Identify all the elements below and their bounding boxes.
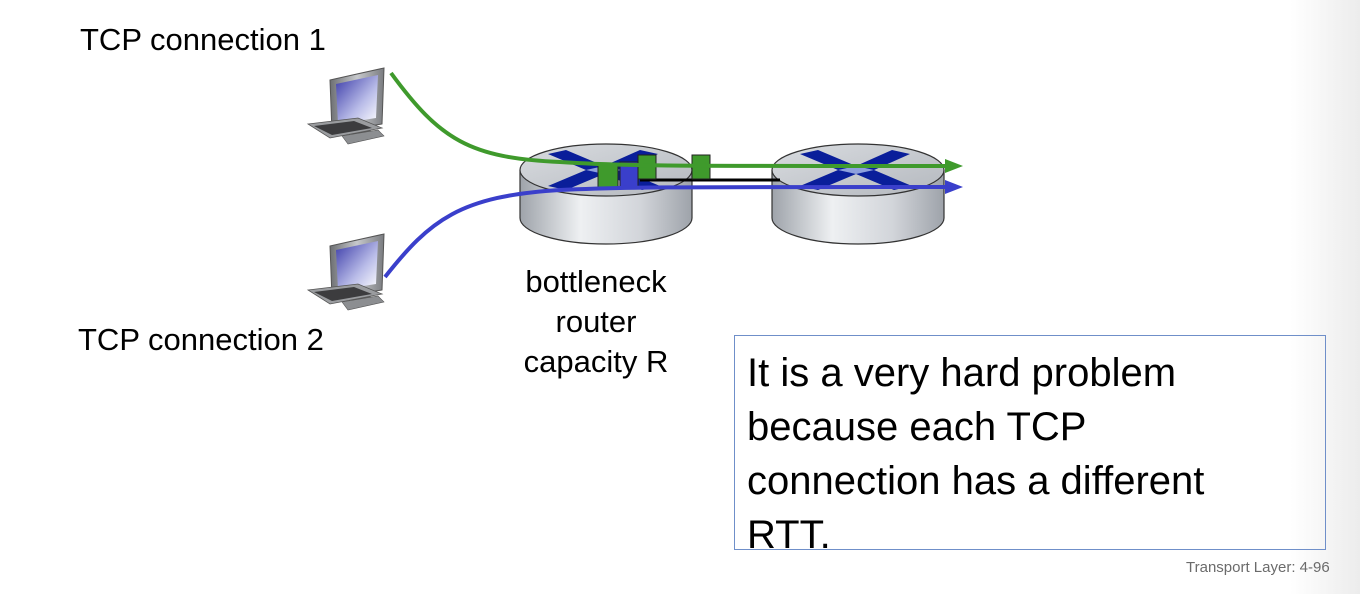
- slide-footer: Transport Layer: 4-96: [1186, 559, 1330, 576]
- flow-2-arrowhead: [945, 180, 963, 194]
- explanation-text-box: It is a very hard problem because each T…: [734, 335, 1326, 557]
- destination-router-icon: [771, 143, 945, 245]
- tcp-connection-2-label: TCP connection 2: [78, 322, 324, 357]
- note-line: It is a very hard problem: [747, 351, 1177, 395]
- packet-flow1: [597, 163, 619, 189]
- router-label-line: router: [555, 304, 637, 339]
- flow-2-path: [383, 185, 946, 279]
- note-line: because each TCP: [747, 405, 1087, 449]
- flow-1-arrowhead: [945, 159, 963, 173]
- host-1-computer-icon: [306, 67, 385, 145]
- router-label-line: capacity R: [523, 344, 669, 379]
- host-2-computer-icon: [306, 233, 385, 311]
- note-line: RTT.: [747, 513, 831, 557]
- flow-1-path: [389, 71, 946, 168]
- note-line: connection has a different: [747, 459, 1205, 503]
- tcp-connection-1-label: TCP connection 1: [80, 22, 326, 57]
- bottleneck-router-icon: [519, 143, 693, 245]
- router-label-line: bottleneck: [525, 264, 667, 299]
- bottleneck-router-label: bottleneck router capacity R: [500, 262, 692, 382]
